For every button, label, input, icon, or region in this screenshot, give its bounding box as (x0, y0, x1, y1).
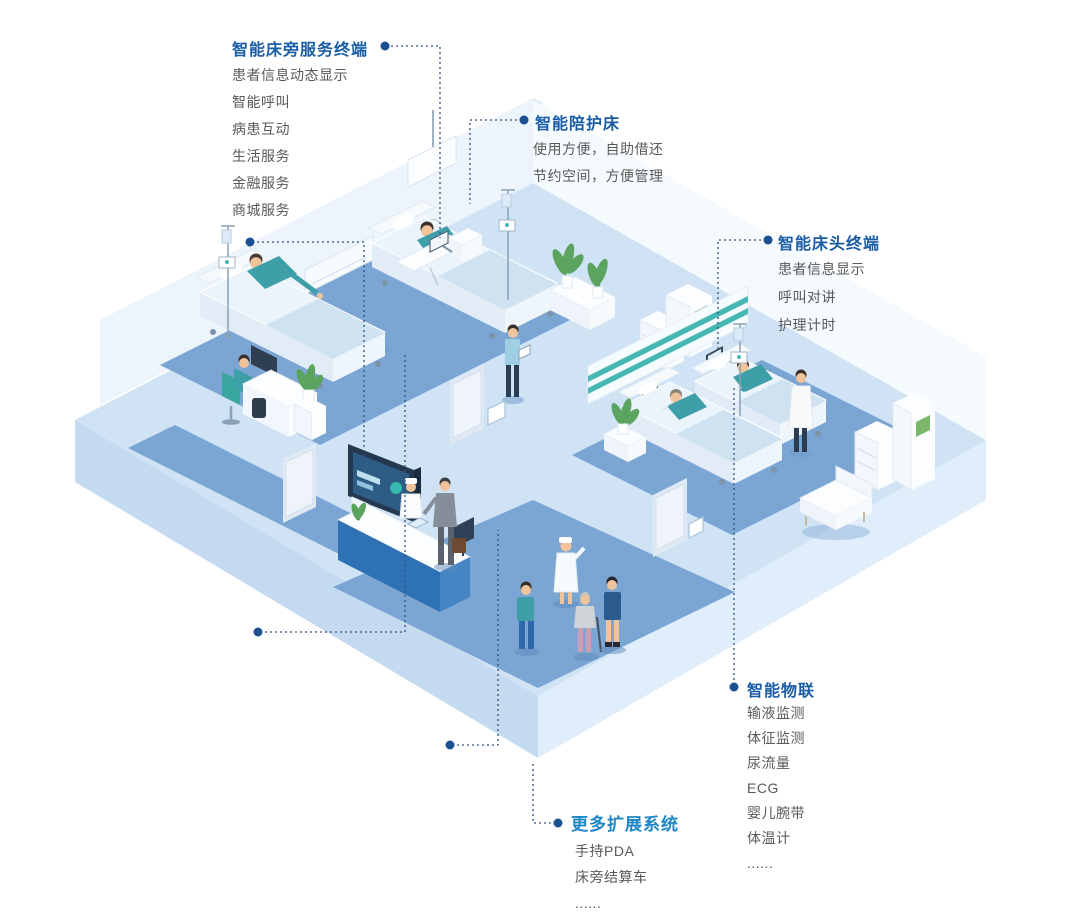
callout-item: ...... (747, 855, 774, 871)
infusion-monitor-icon (218, 225, 236, 339)
callout-item: 呼叫对讲 (778, 289, 836, 305)
callout-title: 智能床旁服务终端 (232, 42, 369, 59)
doorhead-terminal-icon (688, 516, 704, 539)
callout-item: 婴儿腕带 (747, 805, 805, 821)
iv-pole-icon (498, 189, 516, 300)
callout-title: 智能物联 (747, 683, 816, 700)
callout-item: ECG (747, 780, 779, 796)
doorhead-terminal-icon (487, 400, 506, 426)
callout-item: 智能呼叫 (232, 94, 290, 110)
visitor-figure (422, 477, 466, 571)
corridor-handrail-wall (587, 285, 749, 405)
callout-items: 患者信息动态显示 智能呼叫 病患互动 生活服务 金融服务 商城服务 (232, 62, 348, 224)
callout-items: 输液监测 体征监测 尿流量 ECG 婴儿腕带 体温计 ...... (747, 701, 805, 876)
door-icon (283, 443, 316, 523)
side-table-plant (602, 398, 648, 462)
callout-item: 商城服务 (232, 202, 290, 218)
callout-item: 生活服务 (232, 148, 290, 164)
bedside-terminal-icon (429, 230, 453, 253)
callout-item: 体温计 (747, 830, 791, 846)
iv-pole-icon (730, 323, 748, 420)
callout-title: 智能陪护床 (535, 116, 621, 133)
callout-item: 体征监测 (747, 730, 805, 746)
callout-items: 患者信息显示 呼叫对讲 护理计时 (778, 255, 865, 339)
callout-item: 患者信息显示 (778, 261, 865, 277)
doctor-figure (788, 369, 814, 457)
callout-item: 护理计时 (778, 317, 836, 333)
tall-cabinet (892, 393, 935, 491)
callout-item: 患者信息动态显示 (232, 67, 348, 83)
callout-title: 智能床头终端 (778, 236, 881, 253)
callout-item: 节约空间，方便管理 (533, 168, 664, 184)
callout-item: ...... (575, 895, 602, 911)
callout-item: 床旁结算车 (575, 869, 648, 885)
nurse-whiteboard-display (348, 444, 421, 522)
callout-item: 病患互动 (232, 121, 290, 137)
callout-connectors (257, 45, 761, 824)
nurse-with-tablet (502, 324, 531, 404)
callout-title: 更多扩展系统 (571, 815, 679, 834)
office-chair-person (222, 354, 252, 425)
callout-dots (245, 41, 773, 828)
callout-items: 手持PDA 床旁结算车 ...... (575, 838, 648, 916)
callout-item: 使用方便，自助借还 (533, 141, 664, 157)
callout-item: 尿流量 (747, 755, 791, 771)
sofa-icon (798, 465, 874, 540)
hospital-bed (195, 249, 392, 389)
corridor-people-group (514, 537, 626, 661)
door-icon (450, 364, 484, 445)
patient-lying (660, 389, 707, 420)
planter-plants (548, 243, 617, 330)
patient-lying (247, 253, 323, 299)
callout-item: 金融服务 (232, 175, 290, 191)
escort-bed-icon (446, 227, 484, 263)
plant-pedestal (293, 364, 326, 441)
callout-item: 手持PDA (575, 843, 635, 859)
callout-items: 使用方便，自助借还 节约空间，方便管理 (533, 136, 664, 190)
door-icon (653, 478, 687, 557)
callout-item: 输液监测 (747, 705, 805, 721)
